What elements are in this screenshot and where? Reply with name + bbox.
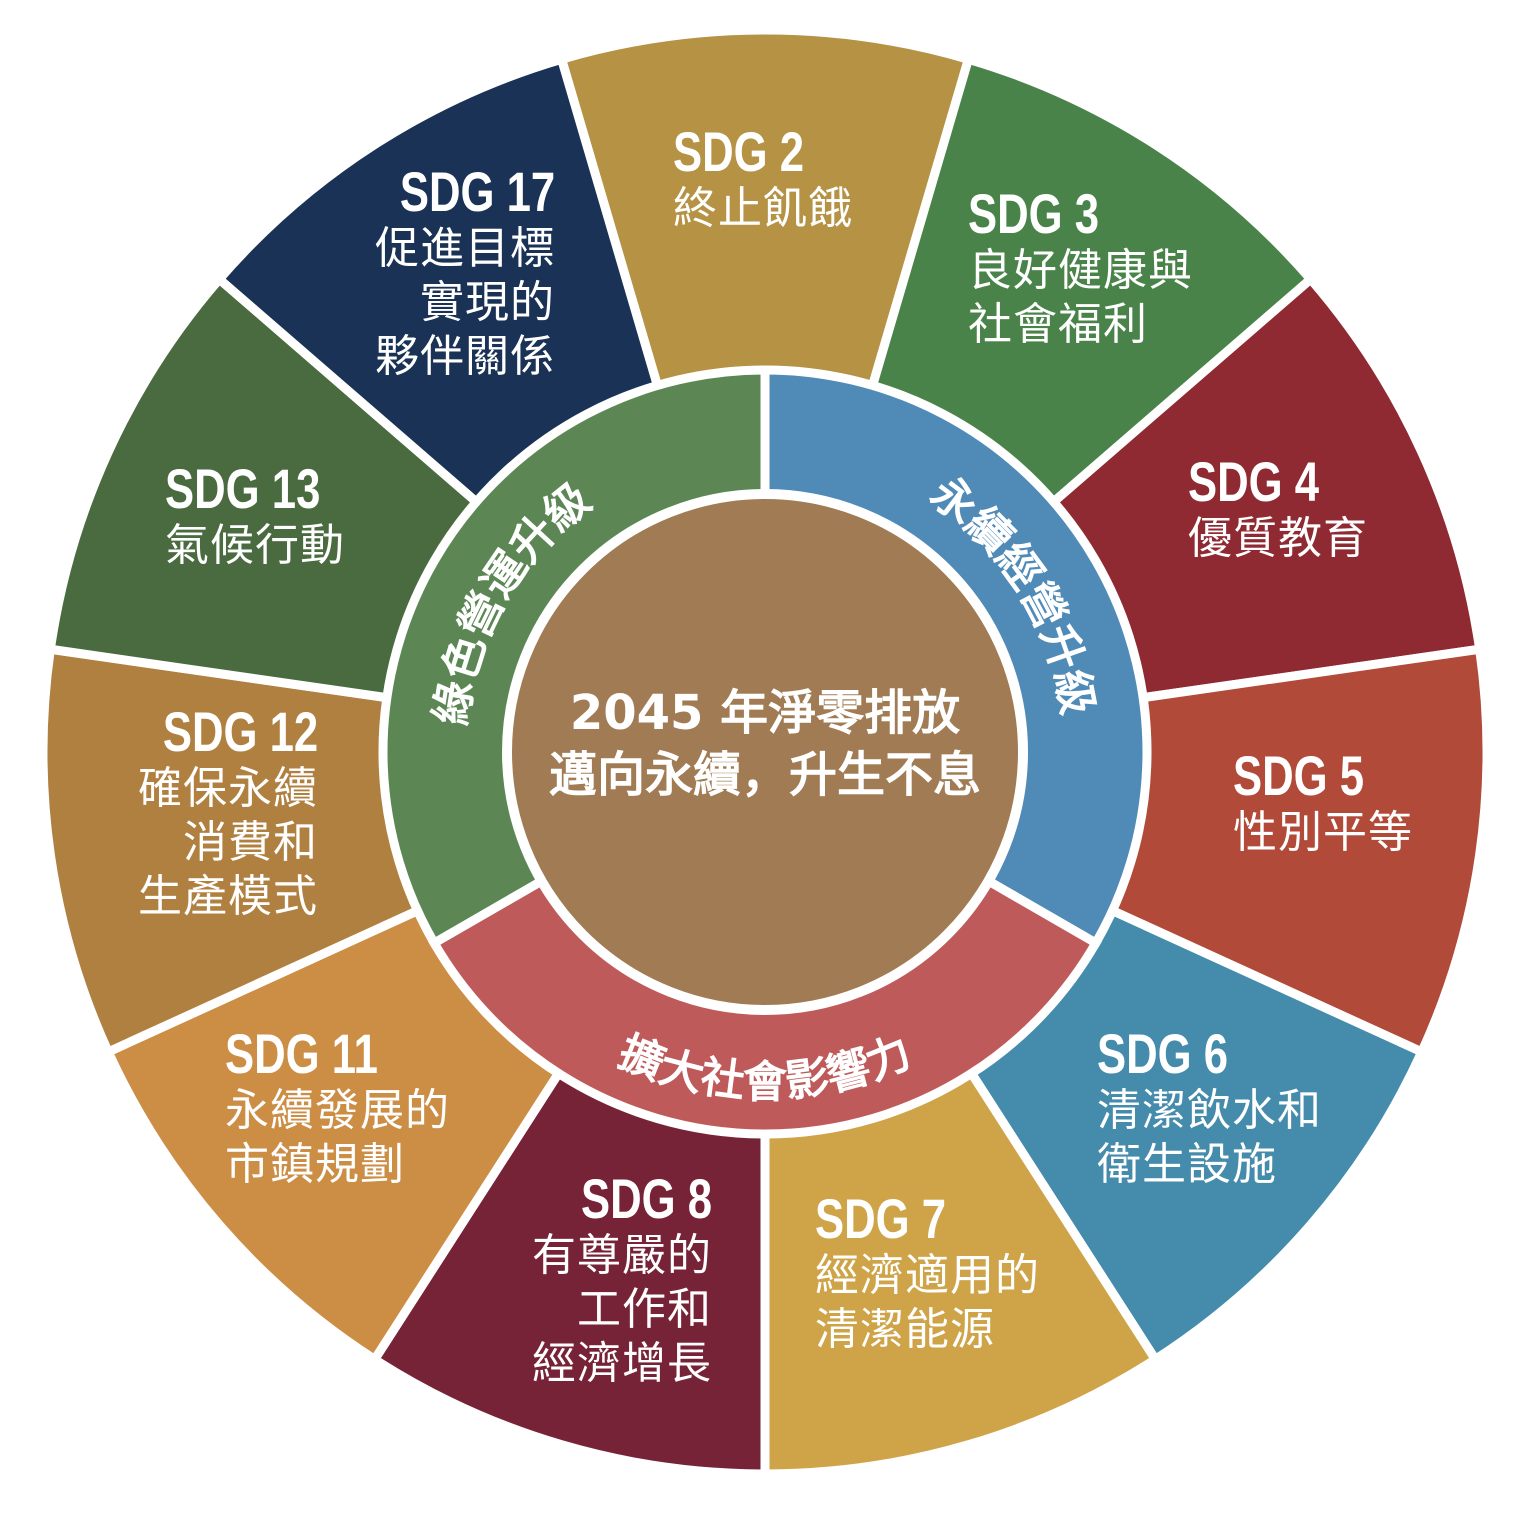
- sdg-title: SDG 12: [162, 700, 318, 763]
- sdg-description-line: 終止飢餓: [673, 183, 853, 234]
- sdg-description-line: 氣候行動: [165, 520, 345, 571]
- sdg-title: SDG 8: [580, 1167, 712, 1230]
- center-title-line1: 2045 年淨零排放: [569, 685, 961, 741]
- center-title-line2: 邁向永續，升生不息: [548, 747, 981, 803]
- sdg-description-line: 促進目標: [375, 223, 555, 274]
- sdg-title: SDG 17: [399, 160, 555, 223]
- sdg-description-line: 實現的: [420, 277, 555, 328]
- sdg-title: SDG 13: [165, 457, 321, 520]
- sdg-description-line: 清潔飲水和: [1097, 1085, 1322, 1136]
- sdg-title: SDG 7: [815, 1187, 947, 1250]
- sdg-description-line: 永續發展的: [225, 1085, 450, 1136]
- sdg-title: SDG 2: [673, 120, 805, 183]
- sdg-description-line: 工作和: [577, 1284, 712, 1335]
- sdg-description-line: 優質教育: [1188, 513, 1368, 564]
- sdg-description-line: 衛生設施: [1097, 1139, 1277, 1190]
- sdg-title: SDG 4: [1188, 450, 1320, 513]
- sdg-description-line: 夥伴關係: [375, 331, 555, 382]
- sdg-description-line: 清潔能源: [815, 1304, 995, 1355]
- center-circle: [502, 489, 1028, 1015]
- sdg-description-line: 有尊嚴的: [532, 1230, 712, 1281]
- sdg-description-line: 良好健康與: [968, 245, 1193, 296]
- sdg-description-line: 社會福利: [968, 299, 1148, 350]
- sdg-description-line: 經濟適用的: [815, 1250, 1040, 1301]
- sdg-description-line: 消費和: [183, 817, 318, 868]
- sdg-title: SDG 11: [225, 1022, 378, 1085]
- sdg-title: SDG 6: [1097, 1022, 1229, 1085]
- sdg-title: SDG 5: [1233, 744, 1365, 807]
- sdg-description-line: 市鎮規劃: [225, 1139, 405, 1190]
- sdg-description-line: 生產模式: [138, 871, 318, 922]
- sdg-title: SDG 3: [968, 182, 1100, 245]
- sdg-description-line: 經濟增長: [532, 1338, 712, 1389]
- sdg-description-line: 確保永續: [138, 763, 318, 814]
- sdg-description-line: 性別平等: [1233, 807, 1413, 858]
